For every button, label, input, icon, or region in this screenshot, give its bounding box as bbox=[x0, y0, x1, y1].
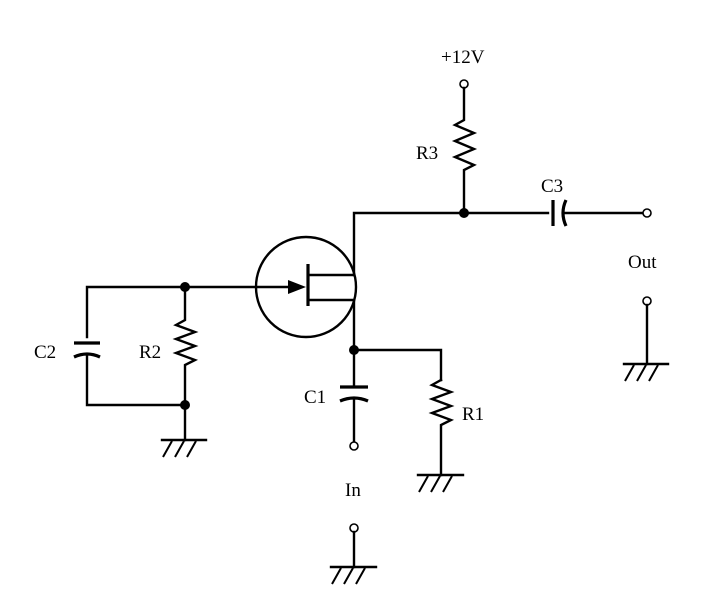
input-ground bbox=[329, 523, 378, 585]
c2-label: C2 bbox=[34, 342, 56, 363]
r1-label: R1 bbox=[462, 404, 484, 425]
capacitor-c2 bbox=[73, 341, 190, 410]
supply-label: +12V bbox=[441, 47, 485, 68]
source-wire bbox=[349, 345, 443, 382]
r2-label: R2 bbox=[139, 342, 161, 363]
input-terminal bbox=[349, 441, 359, 451]
resistor-r3 bbox=[451, 86, 478, 215]
capacitor-c3 bbox=[551, 199, 645, 227]
output-label: Out bbox=[628, 252, 657, 273]
c1-label: C1 bbox=[304, 387, 326, 408]
input-label: In bbox=[345, 480, 361, 501]
output-ground bbox=[622, 296, 670, 382]
jfet-transistor bbox=[254, 235, 358, 352]
drain-wire bbox=[352, 208, 550, 277]
resistor-r2 bbox=[172, 285, 199, 407]
c3-label: C3 bbox=[541, 176, 563, 197]
source-ground bbox=[416, 473, 465, 493]
resistor-r1 bbox=[428, 378, 455, 477]
capacitor-c1 bbox=[339, 348, 369, 444]
gate-ground bbox=[160, 403, 208, 458]
output-terminal bbox=[642, 208, 652, 218]
r3-label: R3 bbox=[416, 143, 438, 164]
